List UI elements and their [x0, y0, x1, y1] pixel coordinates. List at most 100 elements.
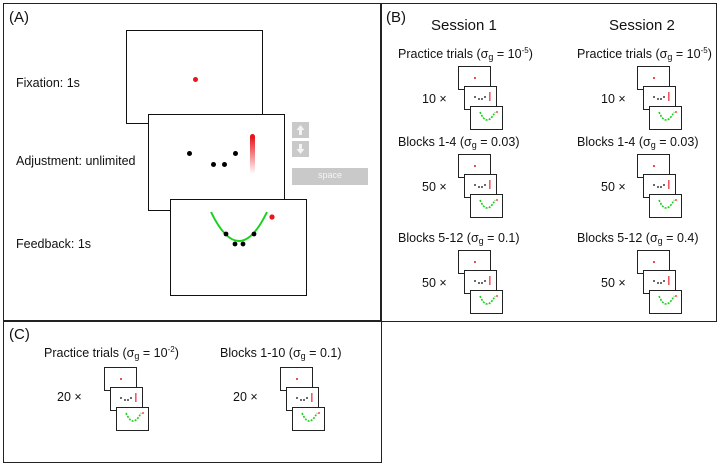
condition-text: σ	[470, 231, 479, 245]
feedback-curve	[210, 211, 275, 247]
condition-text: (	[456, 135, 464, 149]
condition-text: σ	[643, 135, 651, 149]
session-1-title: Session 1	[431, 17, 497, 34]
condition-text: =	[305, 346, 320, 360]
condition-label: Blocks 5-12 (σg = 0.1)	[398, 230, 520, 246]
condition-text: (	[119, 346, 127, 360]
condition-text: =	[672, 47, 687, 61]
condition-text: Practice trials	[398, 47, 474, 61]
condition-text: 10	[153, 346, 168, 360]
panel-a: (A) Fixation: 1s Adjustment: unlimited F…	[3, 3, 382, 322]
condition-text: Blocks 5-12	[577, 231, 643, 245]
repetition-count: 10 ×	[601, 92, 626, 106]
space-key: space	[292, 168, 368, 185]
condition-label: Practice trials (σg = 10-5)	[577, 46, 712, 62]
condition-text: =	[483, 231, 498, 245]
condition-text: σ	[659, 47, 668, 61]
condition-text: )	[694, 231, 699, 245]
arrow-up-icon	[296, 125, 305, 135]
adjustment-point	[250, 134, 255, 139]
repetition-count: 10 ×	[422, 92, 447, 106]
condition-text: σ	[464, 135, 472, 149]
up-key	[292, 122, 309, 138]
condition-text: σ	[292, 346, 301, 360]
sigma-exponent: -5	[521, 46, 529, 55]
repetition-count: 50 ×	[601, 180, 626, 194]
panel-c: (C) Practice trials (σg = 10-2)20 ×Block…	[3, 320, 382, 463]
down-key	[292, 141, 309, 157]
condition-text: =	[139, 346, 154, 360]
mini-feedback-screen	[649, 290, 682, 314]
condition-text: Practice trials	[577, 47, 653, 61]
condition-text: Blocks 1-4	[398, 135, 457, 149]
stimulus-dot	[222, 162, 227, 167]
sigma-subscript: g	[134, 351, 140, 361]
condition-text: 0.03	[669, 135, 695, 149]
condition-text: σ	[126, 346, 135, 360]
sigma-exponent: -2	[167, 345, 175, 354]
condition-text: 0.03	[490, 135, 516, 149]
condition-text: 0.1	[497, 231, 516, 245]
fixation-point	[193, 77, 198, 82]
condition-text: (	[642, 231, 650, 245]
arrow-down-icon	[296, 144, 305, 154]
condition-text: Blocks 1-10	[220, 346, 286, 360]
mini-feedback-screen	[470, 290, 503, 314]
condition-text: 0.1	[319, 346, 338, 360]
panel-a-label: (A)	[9, 9, 29, 26]
sigma-subscript: g	[488, 52, 494, 62]
repetition-count: 50 ×	[422, 180, 447, 194]
mini-feedback-screen	[116, 407, 149, 431]
repetition-count: 50 ×	[422, 276, 447, 290]
session-2-title: Session 2	[609, 17, 675, 34]
stimulus-dot	[187, 151, 192, 156]
adjustment-screen	[148, 114, 285, 211]
condition-text: (	[652, 47, 660, 61]
condition-text: )	[337, 346, 342, 360]
sigma-subscript: g	[667, 52, 673, 62]
fixation-screen	[126, 30, 263, 124]
sigma-subscript: g	[471, 140, 477, 150]
feedback-screen	[170, 199, 307, 296]
condition-text: )	[515, 231, 520, 245]
stimulus-dot	[233, 151, 238, 156]
sigma-subscript: g	[650, 140, 656, 150]
condition-text: )	[515, 135, 520, 149]
condition-label: Practice trials (σg = 10-2)	[44, 345, 179, 361]
sigma-subscript: g	[478, 236, 484, 246]
condition-text: (	[473, 47, 481, 61]
repetition-count: 50 ×	[601, 276, 626, 290]
sigma-exponent: -5	[700, 46, 708, 55]
condition-label: Practice trials (σg = 10-5)	[398, 46, 533, 62]
condition-text: =	[476, 135, 491, 149]
condition-text: =	[493, 47, 508, 61]
adjustment-bar	[250, 137, 255, 174]
condition-text: Blocks 5-12	[398, 231, 464, 245]
condition-text: =	[655, 135, 670, 149]
condition-label: Blocks 1-4 (σg = 0.03)	[398, 134, 520, 150]
condition-text: 0.4	[676, 231, 695, 245]
mini-feedback-screen	[292, 407, 325, 431]
condition-text: )	[694, 135, 699, 149]
fixation-label: Fixation: 1s	[16, 76, 80, 90]
condition-label: Blocks 1-10 (σg = 0.1)	[220, 345, 342, 361]
stimulus-dot	[211, 162, 216, 167]
condition-text: σ	[649, 231, 658, 245]
sigma-subscript: g	[657, 236, 663, 246]
mini-feedback-screen	[649, 106, 682, 130]
condition-text: 10	[507, 47, 522, 61]
condition-text: Practice trials	[44, 346, 120, 360]
condition-text: σ	[480, 47, 489, 61]
condition-label: Blocks 1-4 (σg = 0.03)	[577, 134, 699, 150]
panel-b: (B) Session 1 Session 2 Practice trials …	[380, 3, 717, 322]
condition-text: 10	[686, 47, 701, 61]
mini-feedback-screen	[470, 106, 503, 130]
panel-b-label: (B)	[386, 9, 406, 26]
repetition-count: 20 ×	[57, 390, 82, 404]
condition-text: (	[635, 135, 643, 149]
condition-text: )	[174, 346, 179, 360]
panel-c-label: (C)	[9, 326, 30, 343]
condition-text: )	[528, 47, 533, 61]
condition-text: )	[707, 47, 712, 61]
condition-text: =	[662, 231, 677, 245]
